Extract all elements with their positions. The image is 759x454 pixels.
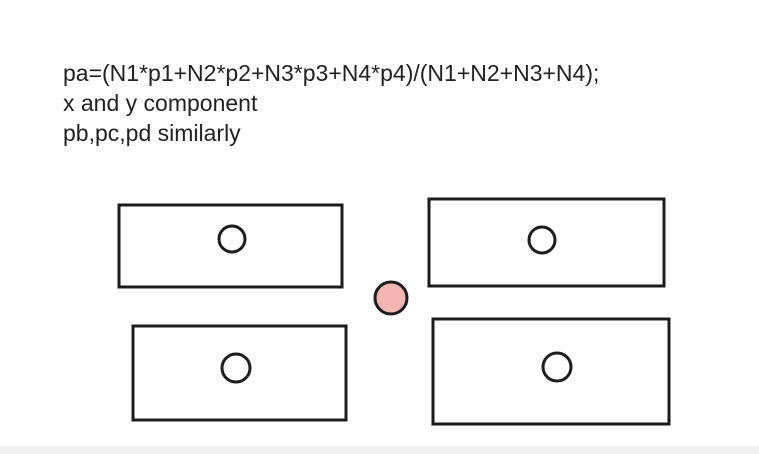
- block-top-left-port: [217, 224, 247, 254]
- block-top-left: [117, 203, 344, 289]
- formula-line: pa=(N1*p1+N2*p2+N3*p3+N4*p4)/(N1+N2+N3+N…: [63, 60, 600, 86]
- block-bottom-right: [431, 317, 671, 426]
- block-top-right: [427, 197, 666, 288]
- footer-bar: [0, 446, 759, 454]
- formula-note: pa=(N1*p1+N2*p2+N3*p3+N4*p4)/(N1+N2+N3+N…: [63, 58, 599, 148]
- centroid-dot: [373, 280, 409, 316]
- block-bottom-left-port: [220, 352, 252, 384]
- block-bottom-right-port: [541, 351, 573, 383]
- block-bottom-left: [131, 324, 348, 422]
- similarly-line: pb,pc,pd similarly: [63, 120, 241, 146]
- block-top-right-port: [527, 225, 557, 255]
- component-line: x and y component: [63, 90, 258, 116]
